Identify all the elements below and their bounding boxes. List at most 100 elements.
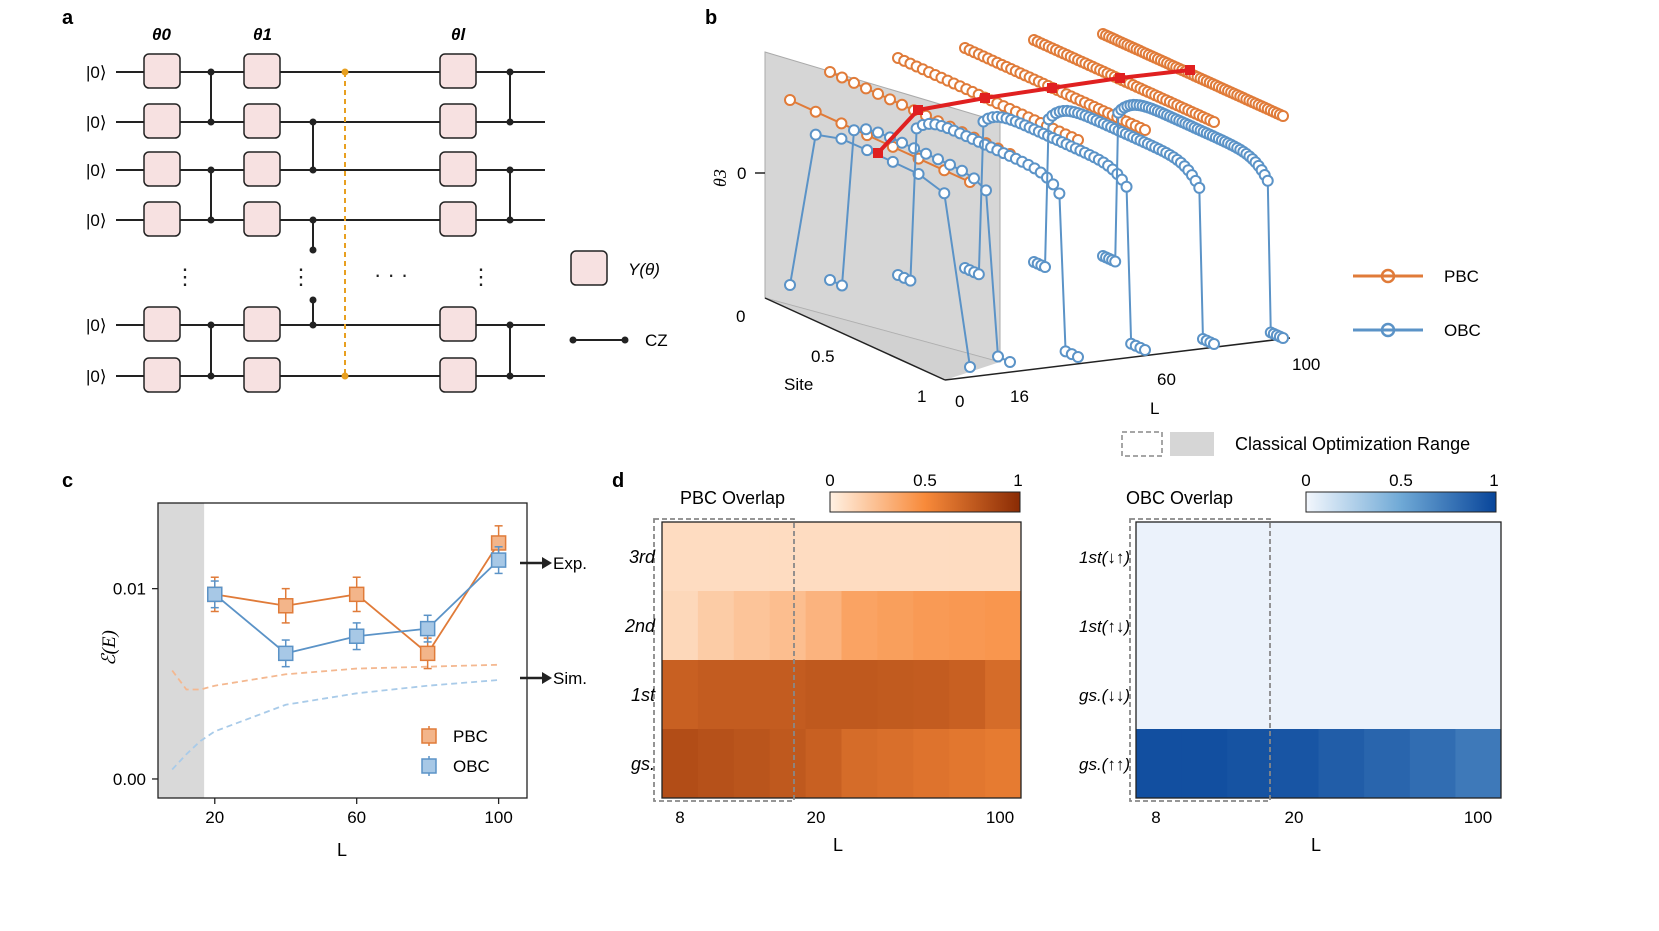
obc-curve-marker xyxy=(1130,132,1143,145)
pbc-curve-marker xyxy=(1102,107,1115,120)
pbc-curve-marker xyxy=(1167,97,1180,110)
pbc-curve-marker xyxy=(978,91,991,104)
pbc-heatmap-cell xyxy=(805,729,842,799)
pbc-curve-marker xyxy=(980,137,992,150)
obc-curve-marker xyxy=(982,112,995,125)
obc-curve-marker xyxy=(910,122,923,135)
obc-heatmap-cell xyxy=(1318,591,1365,661)
pbc-curve-marker xyxy=(1252,98,1265,111)
pbc-curve-marker xyxy=(1185,68,1198,81)
obc-curve-marker xyxy=(1134,341,1147,354)
obc-curve-marker xyxy=(848,124,860,137)
obc-curve-marker xyxy=(1123,129,1136,142)
panel-a-label: a xyxy=(62,7,74,29)
site-axis-label: Site xyxy=(784,375,813,394)
pbc-heatmap-cell xyxy=(985,522,1022,592)
pbc-curve-marker xyxy=(964,176,976,188)
classical-range-slab xyxy=(764,51,1001,363)
obc-curve-marker xyxy=(1009,115,1022,128)
obc-colorbar xyxy=(1305,491,1497,513)
pbc-heatmap-title: PBC Overlap xyxy=(680,488,785,508)
pbc-curve-marker xyxy=(1105,69,1118,82)
obc-curve-marker xyxy=(1046,109,1059,122)
obc-curve-marker xyxy=(1208,338,1220,350)
obc-curve-marker xyxy=(1138,136,1151,149)
cz-dot xyxy=(506,68,514,76)
pbc-curve-marker xyxy=(968,131,980,144)
range-legend-dashed-box xyxy=(1121,431,1163,457)
pbc-curve-marker xyxy=(1129,119,1142,132)
pbc-curve-marker xyxy=(1028,73,1041,86)
obc-curve-marker xyxy=(1222,137,1235,150)
pbc-curve-marker xyxy=(1125,117,1138,130)
pbc-curve-marker xyxy=(963,44,976,57)
obc-row-labels: 1st(↓↑) 1st(↑↓) gs.(↓↓) gs.(↑↑) xyxy=(1079,548,1130,774)
pbc-colorbar-tick-1: 1 xyxy=(1013,471,1022,490)
pbc-curve-marker xyxy=(1154,54,1167,67)
obc-colorbar-tick-05: 0.5 xyxy=(1389,471,1413,490)
pbc-curve-marker xyxy=(1053,45,1066,58)
l-axis-label: L xyxy=(1150,399,1159,418)
pbc-curve-marker xyxy=(982,52,995,65)
pbc-curve-marker xyxy=(1035,37,1048,50)
panel-c-legend: PBC OBC xyxy=(421,726,490,776)
pbc-curve-marker xyxy=(995,58,1008,71)
obc-legend-label: OBC xyxy=(1444,321,1481,340)
obc-x-ticks: 8 20 100 xyxy=(1151,808,1492,827)
pbc-curve-marker xyxy=(1174,100,1187,113)
cz-dot xyxy=(207,216,215,224)
pbc-curve-marker xyxy=(1059,128,1072,141)
y-gate xyxy=(243,103,281,139)
pbc-curve-marker xyxy=(1160,94,1173,107)
pbc-curve-marker xyxy=(884,93,896,106)
pbc-x-tick-100: 100 xyxy=(986,808,1014,827)
pbc-row-label-gs: gs. xyxy=(631,754,655,774)
pbc-curve-marker xyxy=(1042,40,1055,53)
pbc-curve-marker xyxy=(861,129,874,142)
obc-curve-marker xyxy=(1139,344,1151,356)
pbc-curve-marker xyxy=(1106,32,1119,45)
pbc-curve-marker xyxy=(1264,104,1277,117)
pbc-curve-marker xyxy=(809,105,822,118)
obc-curve-marker xyxy=(978,138,991,151)
range-legend-label: Classical Optimization Range xyxy=(1235,434,1470,454)
obc-curve-marker xyxy=(1136,99,1149,112)
obc-curve-marker xyxy=(1042,113,1055,126)
obc-curve-marker xyxy=(1005,113,1018,126)
pbc-curve-marker xyxy=(938,164,951,177)
pbc-curve-marker xyxy=(1108,70,1121,83)
obc-curve-marker xyxy=(1065,140,1078,153)
cz-dot xyxy=(207,321,215,329)
obc-curve-marker xyxy=(1115,173,1128,186)
obc-curve-marker xyxy=(1267,327,1280,340)
pbc-curve-marker xyxy=(1182,66,1195,79)
pbc-colorbar-tick-0: 0 xyxy=(825,471,834,490)
cz-dot xyxy=(506,321,514,329)
cz-legend-dot xyxy=(569,336,577,344)
pbc-heatmap-cell xyxy=(769,591,807,661)
obc-curve-marker xyxy=(1161,109,1174,122)
pbc-heatmap-cell xyxy=(949,522,986,592)
obc-curve-marker xyxy=(1151,105,1164,118)
obc-curve-line xyxy=(1102,103,1284,339)
obc-data-point xyxy=(419,620,436,637)
pbc-curve-marker xyxy=(1171,99,1184,112)
obc-curve-marker xyxy=(1127,131,1140,144)
pbc-curve-marker xyxy=(1200,75,1213,88)
obc-curve-marker xyxy=(963,264,976,277)
pbc-heatmap-cell xyxy=(841,522,878,592)
pbc-curve-marker xyxy=(1208,116,1220,128)
pbc-curve-marker xyxy=(1179,65,1192,78)
cz-dot xyxy=(506,118,514,126)
y-gate xyxy=(243,53,281,89)
obc-curve-marker xyxy=(1079,146,1091,159)
pbc-curve-marker xyxy=(1212,80,1225,93)
obc-curve-marker xyxy=(1174,156,1187,169)
obc-curve-marker xyxy=(1129,339,1142,352)
pbc-legend-label: PBC xyxy=(1444,267,1479,286)
pbc-heatmap-cells xyxy=(662,522,1022,799)
obc-heatmap-cell xyxy=(1409,591,1456,661)
obc-curve-marker xyxy=(1074,144,1087,157)
obc-curve-marker xyxy=(1035,259,1048,272)
obc-curve-marker xyxy=(1115,103,1128,116)
